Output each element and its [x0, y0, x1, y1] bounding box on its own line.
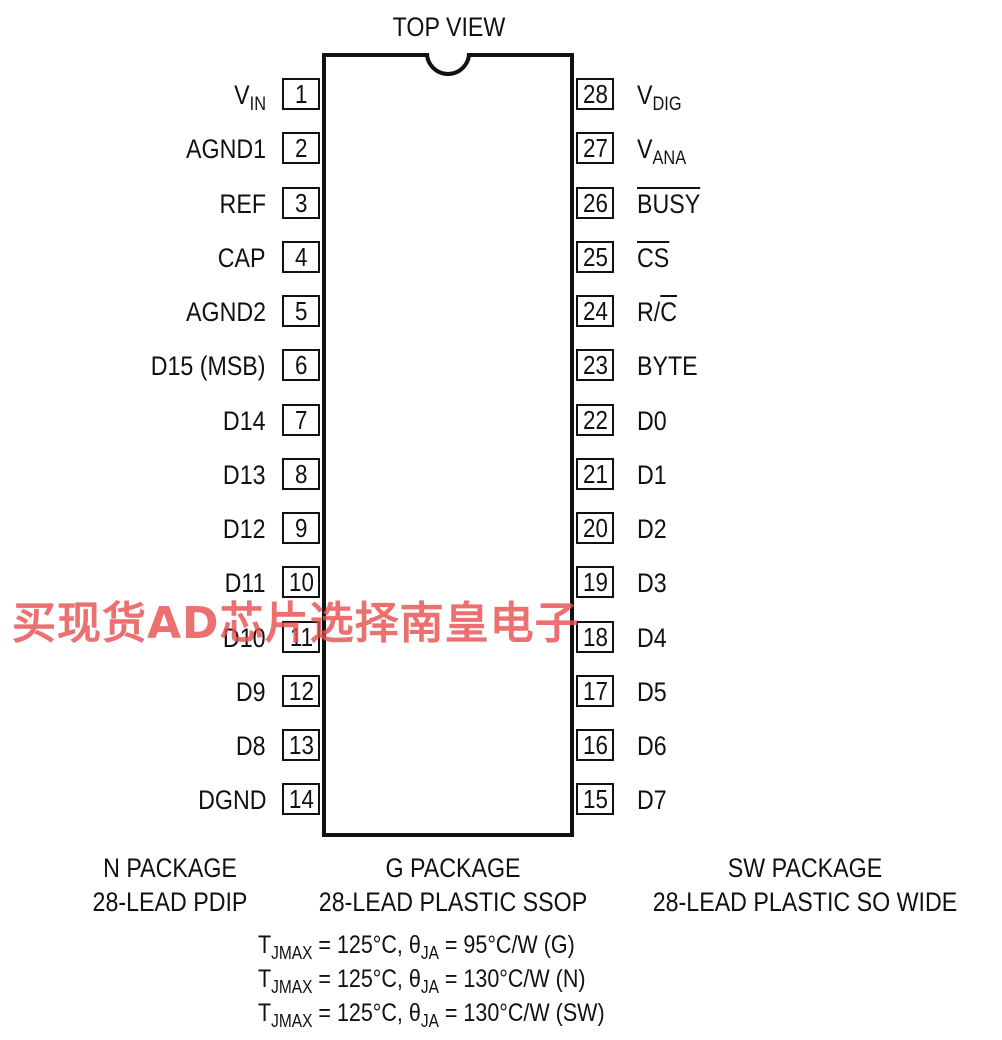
- pin-label: D12: [223, 514, 266, 544]
- pin-label: VANA: [637, 134, 687, 170]
- pin-label: BUSY: [637, 188, 701, 219]
- package-desc: 28-LEAD PLASTIC SO WIDE: [652, 887, 958, 917]
- pin-number-box: 1: [282, 78, 320, 110]
- pin-number-box: 26: [576, 186, 614, 219]
- pin-number-box: 21: [576, 457, 614, 490]
- package-desc: 28-LEAD PLASTIC SSOP: [318, 887, 588, 917]
- pin-number-box: 7: [282, 403, 320, 436]
- pin-label: CS: [637, 242, 670, 273]
- pin-number-box: 12: [282, 674, 320, 707]
- pin-number-box: 14: [282, 783, 320, 816]
- pin-number-box: 9: [282, 512, 320, 544]
- pin-number-box: 11: [282, 620, 320, 653]
- package-desc: 28-LEAD PDIP: [92, 887, 248, 917]
- pin-number-box: 19: [576, 566, 614, 599]
- pin-number-box: 22: [576, 403, 614, 436]
- pin-number-box: 24: [576, 295, 614, 327]
- pin-label: D13: [223, 459, 266, 490]
- pin-number-box: 4: [282, 240, 320, 273]
- pin-number-box: 28: [576, 78, 614, 110]
- thermal-line: TJMAX = 125°C, θJA = 130°C/W (SW): [258, 999, 605, 1031]
- pin-label: D8: [236, 731, 266, 761]
- pin-number-box: 6: [282, 349, 320, 382]
- pin-label: D3: [637, 568, 667, 599]
- pin-number-box: 20: [576, 512, 614, 544]
- pin-number-box: 18: [576, 620, 614, 653]
- pin-label: REF: [219, 188, 266, 219]
- package-name: SW PACKAGE: [727, 853, 883, 883]
- pin-number-box: 15: [576, 783, 614, 816]
- pin-number-box: 25: [576, 240, 614, 273]
- pin-label: D7: [637, 785, 667, 816]
- pin-number-box: 23: [576, 349, 614, 382]
- pin-label: VDIG: [637, 80, 682, 115]
- pin-label: DGND: [197, 785, 266, 816]
- pin-label: D2: [637, 514, 667, 544]
- pin-label: R/C: [637, 297, 677, 327]
- pin-number-box: 17: [576, 674, 614, 707]
- pin-label: D4: [637, 622, 667, 653]
- pin-number-box: 8: [282, 457, 320, 490]
- pin-number-box: 16: [576, 729, 614, 761]
- pin-label: D15 (MSB): [151, 351, 266, 382]
- pin-label: AGND2: [185, 297, 266, 327]
- package-name: G PACKAGE: [385, 853, 521, 883]
- pin1-notch: [425, 53, 471, 99]
- pin-label: CAP: [218, 242, 266, 273]
- pin-number-box: 27: [576, 132, 614, 165]
- pin-number-box: 3: [282, 186, 320, 219]
- pin-label: D14: [223, 405, 266, 436]
- pin-number-box: 10: [282, 566, 320, 599]
- pin-label: D9: [236, 676, 266, 707]
- pin-label: D6: [637, 731, 667, 761]
- pin-label: AGND1: [185, 134, 266, 165]
- pin-number-box: 2: [282, 132, 320, 165]
- pin-label: BYTE: [637, 351, 698, 382]
- pin-label: D10: [223, 622, 266, 653]
- thermal-line: TJMAX = 125°C, θJA = 95°C/W (G): [258, 931, 575, 963]
- pin-label: D1: [637, 459, 667, 490]
- pin-label: D5: [637, 676, 667, 707]
- pin-number-box: 13: [282, 729, 320, 761]
- pin-label: D0: [637, 405, 667, 436]
- pin-number-box: 5: [282, 295, 320, 327]
- thermal-line: TJMAX = 125°C, θJA = 130°C/W (N): [258, 965, 586, 997]
- watermark-text: 买现货AD芯片选择南皇电子: [12, 598, 580, 649]
- package-name: N PACKAGE: [103, 853, 237, 883]
- chip-body: [322, 53, 574, 837]
- pin-label: D11: [225, 568, 266, 599]
- pin-label: VIN: [234, 80, 266, 115]
- diagram-title: TOP VIEW: [392, 12, 506, 42]
